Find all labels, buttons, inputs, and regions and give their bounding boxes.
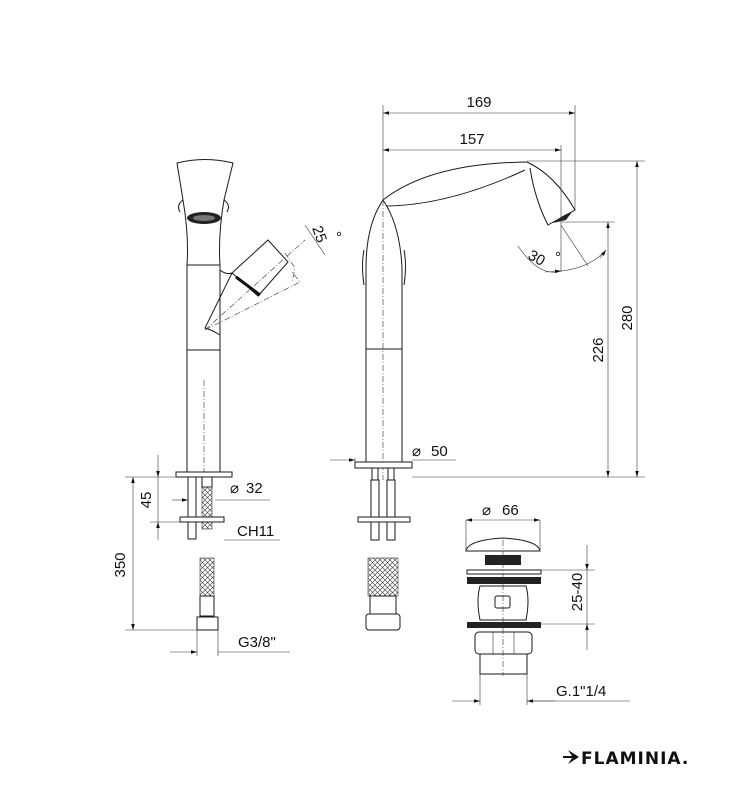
nut-size-label: CH11 — [237, 523, 274, 540]
drain-tail — [479, 653, 528, 675]
faucet-column — [186, 265, 221, 472]
spout-height-label: 226 — [590, 337, 607, 362]
handle-angle-label: 25 — [308, 224, 330, 245]
spout-angle-label: 30 — [525, 247, 548, 270]
svg-text:⌀: ⌀ — [230, 480, 239, 497]
threaded-stud — [187, 476, 197, 540]
aerator-icon — [553, 212, 572, 223]
flexible-hose-upper — [201, 486, 213, 530]
hose-nut — [196, 616, 219, 631]
svg-text:⌀: ⌀ — [482, 502, 491, 519]
drain-thread-label: G.1"1/4 — [556, 683, 606, 700]
brand-logo-text: FLAMINIA. — [581, 749, 689, 769]
base-plate-front — [354, 461, 413, 469]
faucet-column-front — [365, 268, 403, 462]
base-diameter-front-label: 50 — [431, 443, 448, 460]
drain-valve: ⌀ 66 25-40 G.1"1/4 — [452, 502, 630, 705]
fixing-plate — [179, 516, 225, 523]
base-diameter-label: 32 — [246, 480, 263, 497]
drain-body — [477, 585, 529, 621]
fixing-plate-front — [357, 516, 411, 523]
hose-thread-label: G3/8" — [238, 634, 276, 651]
arrow-logo-icon — [563, 750, 579, 764]
fixing-height-label: 45 — [138, 492, 155, 509]
spout — [382, 161, 528, 207]
front-view-faucet: 169 157 280 226 30 ° ⌀ 50 — [330, 94, 645, 631]
base-plate — [175, 471, 233, 478]
thickness-range-label: 25-40 — [569, 573, 586, 611]
cap-diameter-label: 66 — [502, 502, 519, 519]
side-view-faucet: 25 ° 350 45 ⌀ 32 CH11 G3/8" — [112, 159, 342, 656]
spout-reach-label: 157 — [459, 131, 484, 148]
svg-text:°: ° — [336, 229, 342, 246]
flaminia-logo: FLAMINIA. — [563, 749, 689, 769]
faucet-head — [176, 159, 234, 266]
flexible-hose-lower — [199, 557, 215, 597]
hose-length-label: 350 — [112, 552, 129, 577]
drain-gasket — [467, 577, 541, 584]
hose-nuts — [365, 613, 401, 631]
flexible-hoses-lower — [367, 557, 399, 597]
overall-reach-label: 169 — [466, 94, 491, 111]
svg-text:⌀: ⌀ — [412, 443, 421, 460]
lever-handle — [231, 239, 289, 297]
spout-neck — [365, 199, 403, 269]
drain-nut — [474, 631, 533, 655]
svg-text:°: ° — [555, 249, 561, 266]
overall-height-label: 280 — [619, 305, 636, 330]
